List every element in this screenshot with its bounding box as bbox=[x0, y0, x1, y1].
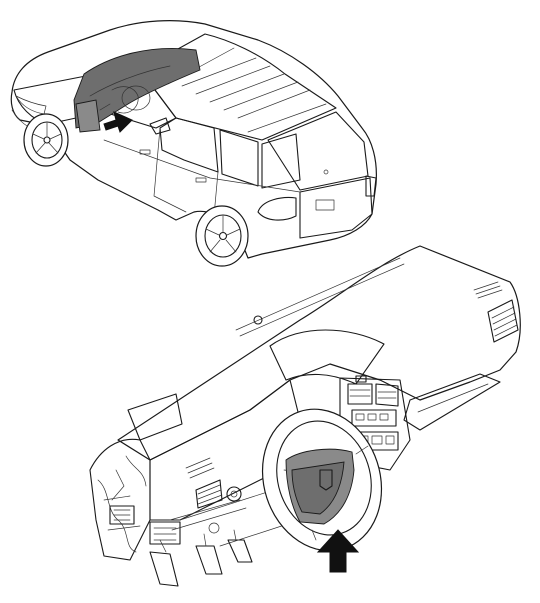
roof bbox=[139, 33, 337, 141]
hazard-button bbox=[355, 375, 367, 383]
license-plate-recess bbox=[315, 199, 335, 211]
light-switch bbox=[226, 486, 242, 502]
fuse-box bbox=[109, 505, 135, 525]
body-crease bbox=[103, 139, 301, 193]
relay-panel bbox=[149, 521, 181, 545]
right-side-vent bbox=[487, 299, 519, 343]
tail-light-right bbox=[365, 175, 377, 197]
left-side-vent bbox=[195, 479, 223, 509]
glovebox-line bbox=[417, 383, 489, 413]
lower-dash-highlight bbox=[75, 99, 101, 133]
front-door-line bbox=[153, 127, 187, 213]
rear-side-window bbox=[219, 129, 259, 187]
rear-badge bbox=[323, 169, 329, 175]
vehicle-overview bbox=[10, 20, 377, 267]
location-arrow-icon bbox=[103, 111, 133, 133]
airbag-emblem bbox=[319, 469, 333, 491]
dashboard-top bbox=[117, 245, 521, 461]
dashboard-detail bbox=[89, 245, 521, 587]
rear-wheel bbox=[195, 205, 249, 267]
pedal-assembly bbox=[149, 529, 253, 587]
dash-end-left bbox=[127, 393, 183, 441]
wiring-harness bbox=[97, 455, 147, 553]
headlight bbox=[15, 95, 47, 115]
tailgate bbox=[299, 177, 373, 239]
airbag-lower-section bbox=[291, 461, 345, 515]
dashboard-highlight-detail bbox=[89, 65, 171, 114]
sunlight-sensor bbox=[253, 315, 263, 325]
front-wheel bbox=[23, 113, 69, 167]
tail-light bbox=[257, 196, 297, 221]
instrument-hood bbox=[269, 329, 385, 385]
left-grille bbox=[185, 457, 215, 479]
side-mirror bbox=[149, 117, 171, 135]
front-door-handle bbox=[139, 149, 151, 155]
steering-wheel-small bbox=[121, 85, 151, 111]
dashboard-highlight bbox=[73, 47, 201, 129]
passenger-glovebox bbox=[403, 373, 501, 431]
rear-quarter-window bbox=[261, 133, 301, 189]
rear-window bbox=[267, 111, 369, 191]
removal-arrow-icon bbox=[316, 529, 360, 573]
steering-column bbox=[169, 499, 247, 531]
ignition-switch bbox=[208, 522, 220, 534]
roof-ribs bbox=[181, 57, 311, 119]
dash-support-frame bbox=[89, 438, 151, 561]
side-grille-right bbox=[473, 281, 503, 299]
defroster-vent bbox=[235, 257, 405, 337]
rear-door-handle bbox=[195, 177, 207, 183]
roof-rail-right bbox=[247, 103, 327, 133]
center-vents bbox=[347, 383, 399, 407]
